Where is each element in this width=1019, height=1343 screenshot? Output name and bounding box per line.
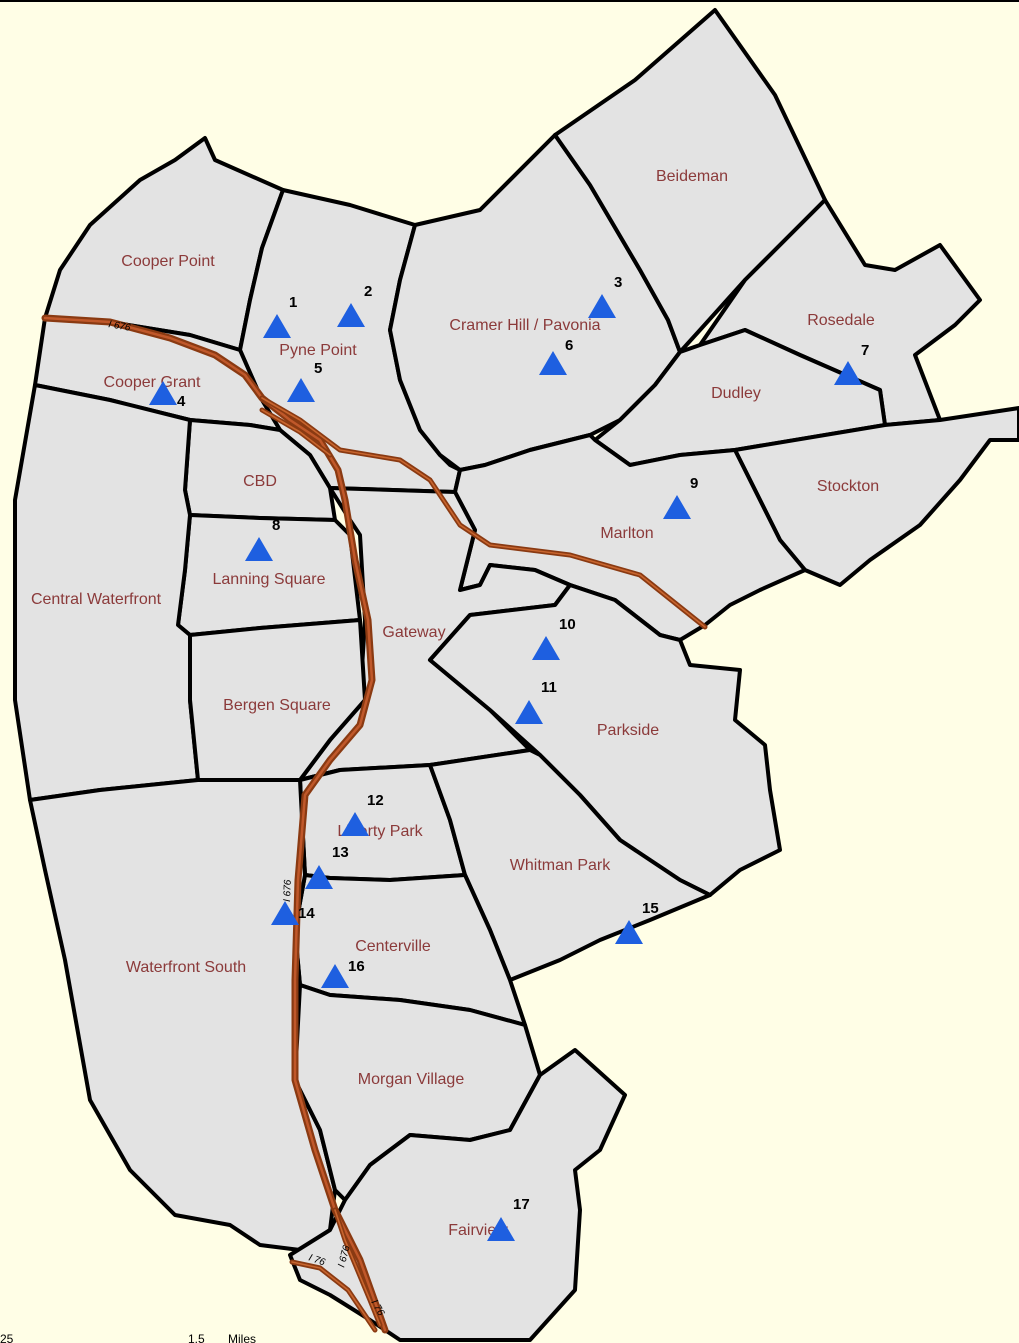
site-number-5: 5	[314, 360, 322, 377]
label-cramer-hill: Cramer Hill / Pavonia	[449, 317, 600, 334]
label-gateway: Gateway	[382, 624, 445, 641]
site-marker-13[interactable]	[305, 865, 333, 889]
site-marker-15[interactable]	[615, 920, 643, 944]
area-fairview[interactable]	[288, 1048, 627, 1342]
site-number-12: 12	[367, 792, 384, 809]
site-number-17: 17	[513, 1196, 530, 1213]
highway-label-i676-central: I 676	[282, 879, 294, 902]
label-pyne-point: Pyne Point	[279, 342, 357, 359]
label-cooper-point: Cooper Point	[121, 253, 215, 270]
label-lanning-square: Lanning Square	[213, 571, 326, 588]
site-number-6: 6	[565, 337, 573, 354]
site-marker-12[interactable]	[341, 812, 369, 836]
site-marker-2[interactable]	[337, 303, 365, 327]
site-marker-6[interactable]	[539, 351, 567, 375]
site-marker-5[interactable]	[287, 378, 315, 402]
site-number-13: 13	[332, 844, 349, 861]
label-beideman: Beideman	[656, 168, 728, 185]
site-marker-17[interactable]	[487, 1217, 515, 1241]
label-morgan-village: Morgan Village	[358, 1071, 465, 1088]
label-dudley: Dudley	[711, 385, 761, 402]
label-stockton: Stockton	[817, 478, 879, 495]
site-number-7: 7	[861, 342, 869, 359]
site-marker-11[interactable]	[515, 700, 543, 724]
highway-label-i676-north: I 676	[107, 319, 131, 334]
scale-unit-label: Miles	[228, 1332, 256, 1343]
site-number-4: 4	[177, 393, 186, 410]
label-cbd: CBD	[243, 473, 277, 490]
site-markers	[149, 294, 862, 1241]
label-marlton: Marlton	[600, 525, 653, 542]
label-bergen-square: Bergen Square	[223, 697, 331, 714]
neighborhood-areas	[13, 8, 1019, 1342]
site-number-9: 9	[690, 475, 698, 492]
site-marker-14[interactable]	[271, 901, 299, 925]
site-marker-1[interactable]	[263, 314, 291, 338]
highway-layer	[41, 314, 708, 1334]
site-number-16: 16	[348, 958, 365, 975]
area-waterfront-south[interactable]	[28, 778, 337, 1252]
site-number-10: 10	[559, 616, 576, 633]
site-marker-8[interactable]	[245, 537, 273, 561]
site-number-15: 15	[642, 900, 659, 917]
site-number-8: 8	[272, 517, 280, 534]
site-number-11: 11	[541, 679, 557, 696]
site-marker-4[interactable]	[149, 381, 177, 405]
scale-left-label: 25	[0, 1332, 14, 1343]
label-cooper-grant: Cooper Grant	[104, 374, 201, 391]
site-marker-7[interactable]	[834, 361, 862, 385]
site-number-14: 14	[298, 905, 315, 922]
label-whitman-park: Whitman Park	[510, 857, 611, 874]
label-parkside: Parkside	[597, 722, 659, 739]
site-number-2: 2	[364, 283, 372, 300]
label-rosedale: Rosedale	[807, 312, 875, 329]
label-centerville: Centerville	[355, 938, 431, 955]
site-marker-10[interactable]	[532, 636, 560, 660]
area-bergen-square[interactable]	[188, 618, 367, 782]
site-number-1: 1	[289, 294, 297, 311]
site-marker-3[interactable]	[588, 294, 616, 318]
site-marker-9[interactable]	[663, 495, 691, 519]
site-numbers: 1 2 3 4 5 6 7 8 9 10 11 12 13 14 15 16 1…	[177, 274, 869, 1213]
scale-right-label: 1.5	[188, 1332, 205, 1343]
site-number-3: 3	[614, 274, 622, 291]
site-marker-16[interactable]	[321, 964, 349, 988]
label-waterfront-south: Waterfront South	[126, 959, 246, 976]
label-central-waterfront: Central Waterfront	[31, 591, 162, 608]
